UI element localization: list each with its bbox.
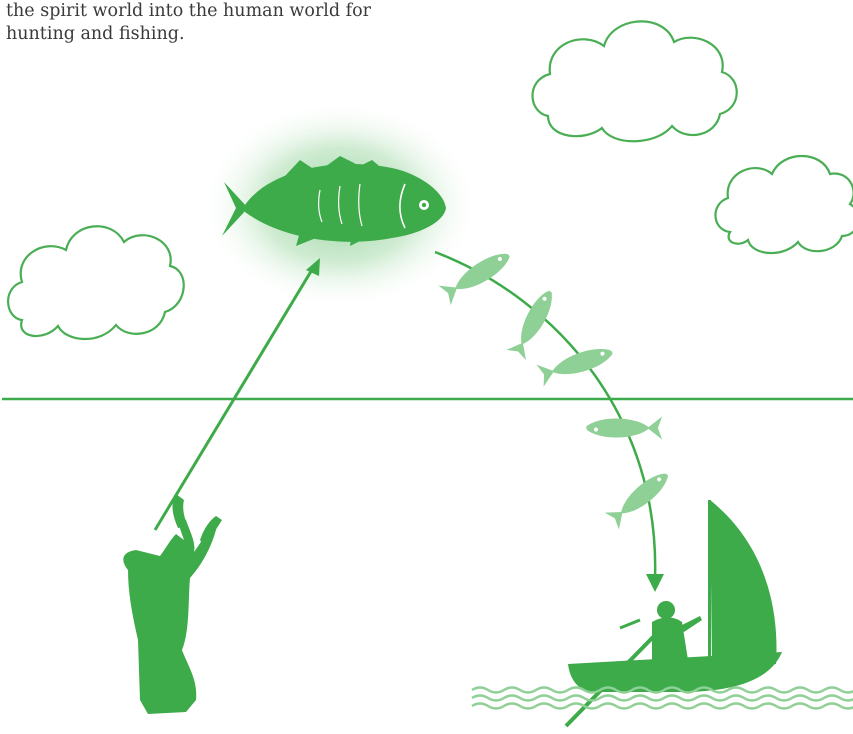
cloud-icon bbox=[8, 226, 184, 339]
small-fish-icon bbox=[507, 286, 560, 360]
cloud-icon bbox=[715, 156, 853, 253]
shaman-figure-icon bbox=[123, 494, 222, 714]
small-fish-icon bbox=[536, 341, 615, 386]
water-waves-icon bbox=[472, 688, 853, 709]
sailboat-icon bbox=[568, 500, 782, 692]
cloud-icon bbox=[533, 21, 737, 141]
small-fish-icon bbox=[605, 466, 674, 529]
arrowhead-down bbox=[646, 574, 664, 592]
small-fish-icon bbox=[586, 416, 662, 439]
